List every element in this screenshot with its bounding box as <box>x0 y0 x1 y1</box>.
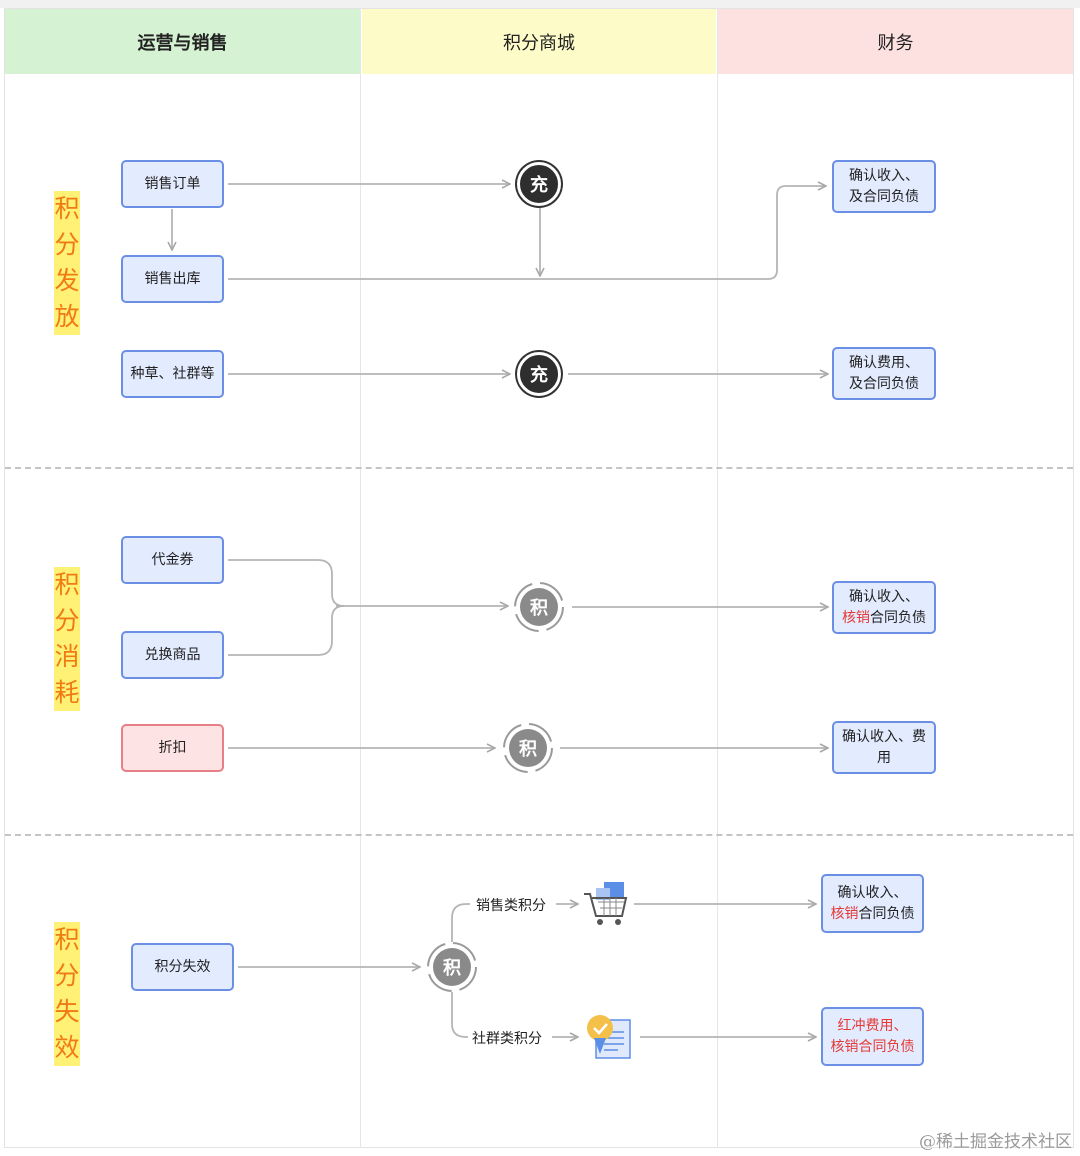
node-line: 核销合同负债 <box>831 904 915 925</box>
section-label-consume: 积分消耗 <box>54 567 80 711</box>
community-badge-icon <box>587 1015 631 1059</box>
sales-points-label: 销售类积分 <box>476 898 546 914</box>
finance-confirm-revenue-writeoff-node: 确认收入、核销合同负债 <box>832 581 936 634</box>
discount-node: 折扣 <box>121 724 224 772</box>
shopping-cart-icon <box>584 882 628 925</box>
column-divider <box>717 8 718 1148</box>
node-line: 用 <box>877 749 891 766</box>
sales-order-node: 销售订单 <box>121 160 224 208</box>
node-line: 红冲费用、 <box>837 1017 908 1034</box>
node-line: 确认收入、费 <box>842 728 926 745</box>
node-line: 确认收入、 <box>849 167 919 184</box>
node-line: 确认收入、 <box>837 884 908 901</box>
points-expired-node: 积分失效 <box>131 943 234 991</box>
column-divider <box>360 8 361 1148</box>
node-line: 确认费用、 <box>849 354 919 371</box>
column-header-ops-sales: 运营与销售 <box>5 9 360 74</box>
sales-outbound-node: 销售出库 <box>121 255 224 303</box>
section-label-issue: 积分发放 <box>54 191 80 335</box>
charge-badge: 充 <box>517 162 561 206</box>
node-line-rest: 合同负债 <box>870 609 926 626</box>
node-line-rest: 合同负债 <box>858 905 915 922</box>
exchange-goods-node: 兑换商品 <box>121 631 224 679</box>
highlight-text: 核销 <box>830 905 859 922</box>
watermark: @稀土掘金技术社区 <box>919 1132 1072 1152</box>
points-cycle-icon <box>514 582 564 632</box>
section-divider <box>5 467 1073 469</box>
node-line: 核销合同负债 <box>830 1038 915 1055</box>
column-header-points-mall: 积分商城 <box>362 9 716 74</box>
node-line: 及合同负债 <box>849 375 919 392</box>
points-badge: 积 <box>519 739 537 760</box>
top-strip <box>0 0 1080 8</box>
section-label-expire: 积分失效 <box>54 922 80 1066</box>
points-badge: 积 <box>530 598 548 619</box>
finance-confirm-expense-node: 确认费用、及合同负债 <box>832 347 936 400</box>
seeding-community-node: 种草、社群等 <box>121 350 224 398</box>
section-divider <box>5 834 1073 836</box>
finance-confirm-revenue-expense-node: 确认收入、费用 <box>832 721 936 774</box>
charge-badge: 充 <box>517 352 561 396</box>
points-badge: 积 <box>443 958 461 979</box>
node-line: 及合同负债 <box>849 188 919 205</box>
voucher-node: 代金券 <box>121 536 224 584</box>
highlight-text: 核销 <box>842 609 870 626</box>
points-cycle-icon <box>427 942 477 992</box>
node-line: 核销合同负债 <box>842 608 926 629</box>
finance-confirm-revenue-node: 确认收入、及合同负债 <box>832 160 936 213</box>
finance-confirm-revenue-writeoff-node: 确认收入、核销合同负债 <box>821 874 924 933</box>
community-points-label: 社群类积分 <box>472 1031 542 1047</box>
node-line: 确认收入、 <box>849 588 919 605</box>
column-header-finance: 财务 <box>718 9 1073 74</box>
diagram-frame <box>4 8 1074 1148</box>
points-cycle-icon <box>503 723 553 773</box>
finance-reverse-expense-node: 红冲费用、核销合同负债 <box>821 1007 924 1066</box>
